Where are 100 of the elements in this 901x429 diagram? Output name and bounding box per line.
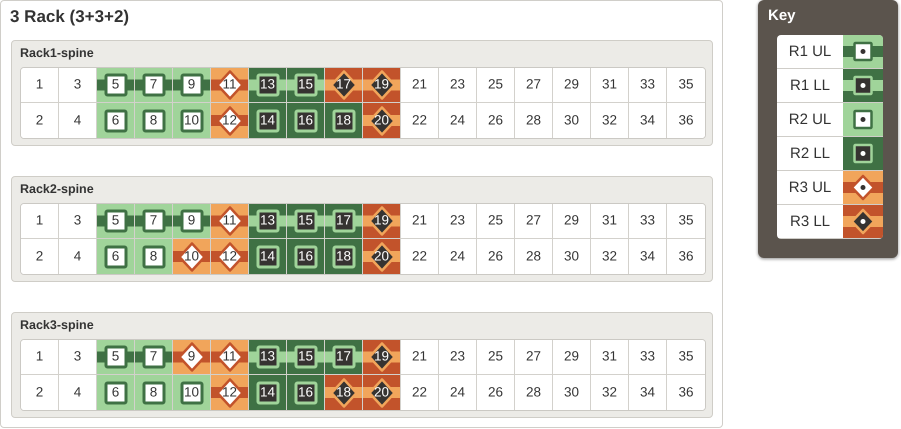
port-number: 14 (260, 249, 276, 264)
port-number: 12 (222, 113, 238, 128)
port-number: 18 (336, 113, 352, 128)
port-number: 6 (112, 113, 120, 128)
port-number: 20 (374, 385, 390, 400)
port-number: 34 (640, 385, 656, 400)
port-cell (591, 204, 629, 239)
port-cell (287, 375, 325, 410)
port-number: 31 (602, 78, 618, 92)
port-number: 30 (564, 113, 580, 128)
port-cell (211, 103, 249, 138)
port-cell (477, 340, 515, 375)
port-number: 8 (150, 249, 158, 264)
port-cell (287, 204, 325, 239)
port-cell (173, 340, 211, 375)
port-cell (135, 103, 173, 138)
port-number: 12 (222, 385, 238, 400)
port-number: 15 (298, 350, 314, 364)
port-cell (363, 239, 401, 274)
port-cell (363, 204, 401, 239)
port-cell (477, 68, 515, 103)
port-number: 24 (450, 113, 466, 128)
port-number: 11 (222, 78, 236, 92)
port-cell (21, 68, 59, 103)
port-number: 34 (640, 249, 656, 264)
port-number: 36 (678, 249, 694, 264)
port-cell (21, 103, 59, 138)
port-cell (629, 204, 667, 239)
port-cell (97, 103, 135, 138)
port-cell (515, 340, 553, 375)
port-number: 35 (678, 78, 694, 92)
legend-label: R3 UL (788, 180, 832, 196)
port-number: 2 (36, 249, 44, 264)
port-number: 7 (150, 350, 158, 364)
port-cell (97, 68, 135, 103)
port-number: 33 (640, 214, 656, 228)
port-number: 17 (336, 78, 352, 92)
port-cell (591, 68, 629, 103)
legend-label: R2 UL (788, 112, 832, 128)
rack-panel (11, 40, 713, 146)
port-number: 14 (260, 113, 276, 128)
port-number: 19 (374, 214, 390, 228)
port-number: 15 (298, 78, 314, 92)
port-number: 8 (150, 113, 158, 128)
rack-panel (11, 312, 713, 418)
port-cell (477, 204, 515, 239)
port-number: 26 (488, 113, 504, 128)
port-number: 28 (526, 113, 542, 128)
port-cell (667, 340, 705, 375)
port-number: 19 (374, 350, 390, 364)
port-cell (325, 375, 363, 410)
port-cell (97, 340, 135, 375)
port-number: 4 (74, 249, 82, 264)
port-cell (325, 340, 363, 375)
port-number: 1 (36, 78, 44, 92)
port-cell (667, 68, 705, 103)
key-panel (758, 0, 898, 258)
port-cell (211, 375, 249, 410)
port-number: 34 (640, 113, 656, 128)
port-number: 3 (74, 350, 82, 364)
port-cell (173, 68, 211, 103)
key-title: Key (768, 7, 796, 24)
port-number: 17 (336, 214, 352, 228)
port-number: 32 (602, 385, 618, 400)
port-number: 10 (184, 113, 200, 128)
port-number: 11 (222, 214, 236, 228)
port-number: 25 (488, 78, 504, 92)
port-number: 30 (564, 249, 580, 264)
port-number: 28 (526, 385, 542, 400)
port-number: 2 (36, 385, 44, 400)
port-cell (325, 103, 363, 138)
port-number: 21 (412, 214, 428, 228)
port-number: 26 (488, 249, 504, 264)
port-cell (629, 68, 667, 103)
port-cell (401, 204, 439, 239)
port-cell (249, 68, 287, 103)
port-cell (21, 340, 59, 375)
port-number: 23 (450, 350, 466, 364)
port-cell (135, 68, 173, 103)
port-cell (363, 340, 401, 375)
port-number: 4 (74, 385, 82, 400)
port-cell (401, 68, 439, 103)
port-cell (629, 340, 667, 375)
port-number: 7 (150, 214, 158, 228)
rack-title: Rack2-spine (20, 182, 94, 196)
port-number: 20 (374, 249, 390, 264)
port-cell (363, 103, 401, 138)
port-number: 16 (298, 249, 314, 264)
port-number: 29 (564, 78, 580, 92)
port-cell (97, 375, 135, 410)
port-number: 27 (526, 78, 542, 92)
port-cell (173, 204, 211, 239)
port-cell (287, 340, 325, 375)
port-number: 24 (450, 385, 466, 400)
port-number: 13 (260, 350, 276, 364)
port-cell (211, 204, 249, 239)
port-cell (249, 340, 287, 375)
port-number: 33 (640, 350, 656, 364)
port-number: 9 (188, 78, 196, 92)
port-cell (135, 204, 173, 239)
